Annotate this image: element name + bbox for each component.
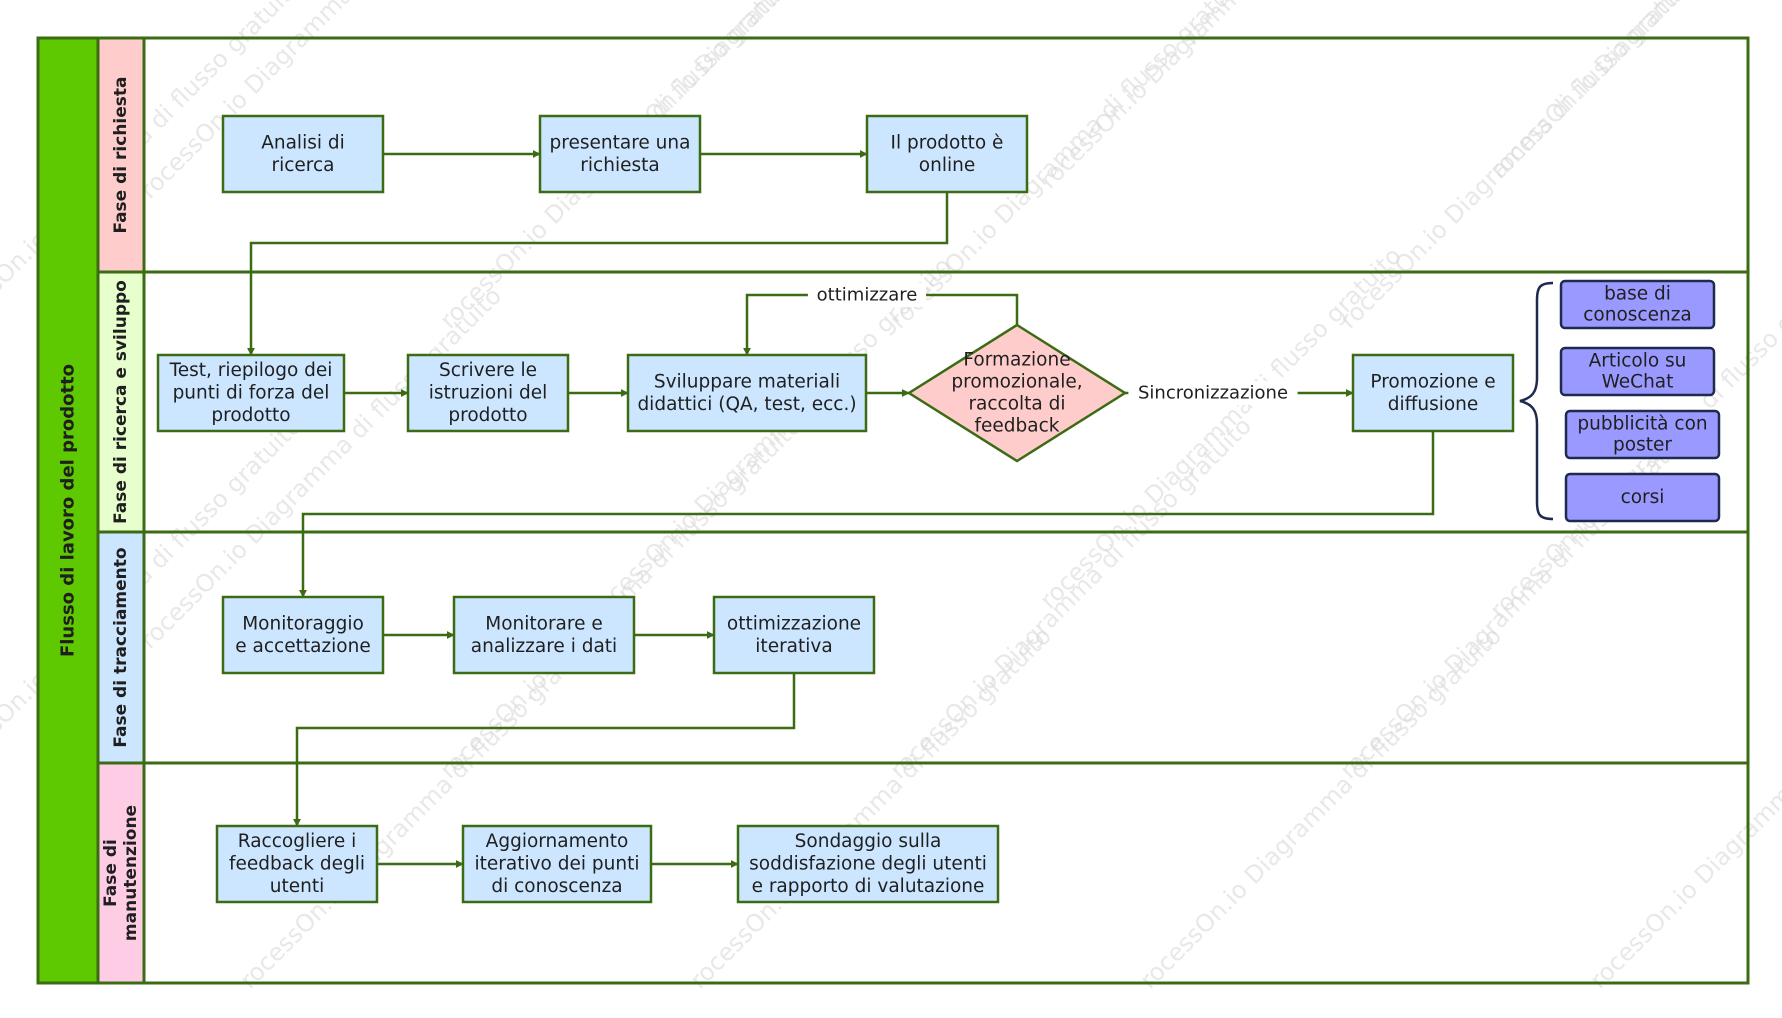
lane-header-maint bbox=[96, 761, 146, 985]
lane-label-text: Fase di richiesta bbox=[111, 76, 131, 233]
node-label: prodotto bbox=[448, 405, 527, 426]
lane-body-maint bbox=[142, 761, 1750, 985]
node-label: Il prodotto è bbox=[891, 132, 1004, 153]
watermark-text: rocessOn.io Diagramma di flusso gratuito bbox=[1034, 0, 1407, 194]
lane-label-track: Fase di tracciamento bbox=[111, 547, 131, 747]
channel-c4: corsi bbox=[1564, 472, 1721, 523]
node-label: iterativa bbox=[755, 636, 832, 657]
watermark-text: rocessOn.io Diagramma di flusso gratuito bbox=[684, 622, 1057, 995]
node-label: raccolta di bbox=[968, 394, 1065, 415]
node-label: Raccogliere i bbox=[238, 831, 356, 852]
node-label: e accettazione bbox=[235, 636, 370, 657]
node-label: Test, riepilogo dei bbox=[169, 360, 333, 381]
watermark-text: rocessOn.io Diagramma di flusso gratuito bbox=[1584, 622, 1782, 995]
node-label: feedback bbox=[975, 416, 1060, 437]
channel-label: conoscenza bbox=[1583, 305, 1692, 326]
channel-label: pubblicità con bbox=[1577, 414, 1707, 435]
edge-label-loop: ottimizzare bbox=[807, 283, 927, 307]
lane-label-text: manutenzione bbox=[121, 805, 141, 941]
edge-n3-n4 bbox=[247, 192, 949, 356]
node-label: Sviluppare materiali bbox=[654, 371, 840, 392]
node-label: utenti bbox=[270, 876, 324, 897]
edge-label-sync: Sincronizzazione bbox=[1128, 381, 1298, 405]
node-label: Promozione e bbox=[1370, 371, 1495, 392]
node-label: iterativo dei punti bbox=[475, 854, 640, 875]
channel-label: Articolo su bbox=[1589, 351, 1687, 372]
node-label: ottimizzazione bbox=[727, 613, 861, 634]
node-label: Sondaggio sulla bbox=[795, 831, 942, 852]
node-label: Scrivere le bbox=[439, 360, 537, 381]
node-label: ricerca bbox=[271, 155, 334, 176]
node-label: prodotto bbox=[211, 405, 290, 426]
diagram-title: Flusso di lavoro del prodotto bbox=[58, 364, 79, 657]
node-label: Aggiornamento bbox=[486, 831, 629, 852]
channel-label: corsi bbox=[1621, 487, 1665, 508]
edge-n11-n12 bbox=[293, 673, 796, 827]
lane-label-text: Fase di bbox=[101, 839, 121, 907]
lane-label-req: Fase di richiesta bbox=[111, 76, 131, 233]
node-label: didattici (QA, test, ecc.) bbox=[637, 394, 856, 415]
edge-n8-n9 bbox=[299, 431, 1435, 598]
node-label: di conoscenza bbox=[491, 876, 622, 897]
node-label: istruzioni del bbox=[429, 383, 548, 404]
node-label: punti di forza del bbox=[173, 383, 330, 404]
node-label: Monitorare e bbox=[485, 613, 603, 634]
node-label: soddisfazione degli utenti bbox=[749, 854, 987, 875]
title-bar bbox=[36, 36, 100, 985]
channel-label: base di bbox=[1604, 284, 1671, 305]
node-label: richiesta bbox=[580, 155, 659, 176]
lane-label-text: Fase di tracciamento bbox=[111, 547, 131, 747]
channel-label: poster bbox=[1613, 435, 1672, 456]
node-label: Monitoraggio bbox=[242, 613, 364, 634]
channel-label: WeChat bbox=[1602, 372, 1674, 393]
edge-label-loop-text: ottimizzare bbox=[817, 285, 918, 306]
edge-label-sync-text: Sincronizzazione bbox=[1138, 383, 1288, 404]
node-label: analizzare i dati bbox=[471, 636, 617, 657]
node-label: e rapporto di valutazione bbox=[752, 876, 985, 897]
node-label: diffusione bbox=[1388, 394, 1479, 415]
node-label: presentare una bbox=[550, 132, 691, 153]
node-label: feedback degli bbox=[229, 854, 365, 875]
watermark-text: rocessOn.io Diagramma di flusso gratuito bbox=[1134, 622, 1507, 995]
node-label: Analisi di bbox=[261, 132, 345, 153]
watermark-text: rocessOn.io Diagramma di flusso gratuito bbox=[234, 622, 607, 995]
channel-brace bbox=[1519, 281, 1554, 521]
node-label: online bbox=[919, 155, 975, 176]
lane-label-text: Fase di ricerca e sviluppo bbox=[111, 280, 131, 524]
lane-label-rd: Fase di ricerca e sviluppo bbox=[111, 280, 131, 524]
node-label: Formazione bbox=[963, 350, 1070, 371]
node-label: promozionale, bbox=[951, 372, 1082, 393]
